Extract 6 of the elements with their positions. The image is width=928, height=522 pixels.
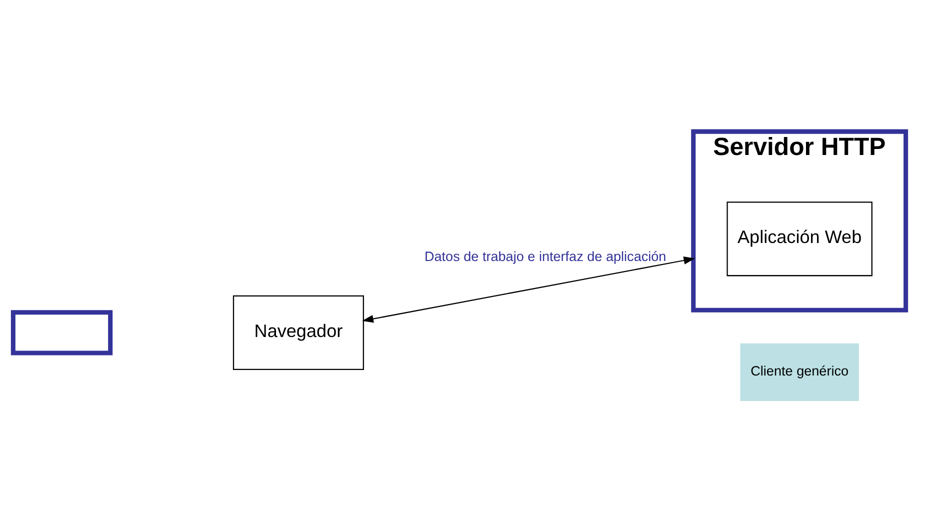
node-box: Navegador <box>232 294 364 370</box>
arrow <box>362 256 696 322</box>
node-box <box>10 310 113 355</box>
node-box: Cliente genérico <box>740 342 859 401</box>
edge-label: Datos de trabajo e interfaz de aplicación <box>424 248 666 264</box>
node-box: Aplicación Web <box>726 201 872 276</box>
